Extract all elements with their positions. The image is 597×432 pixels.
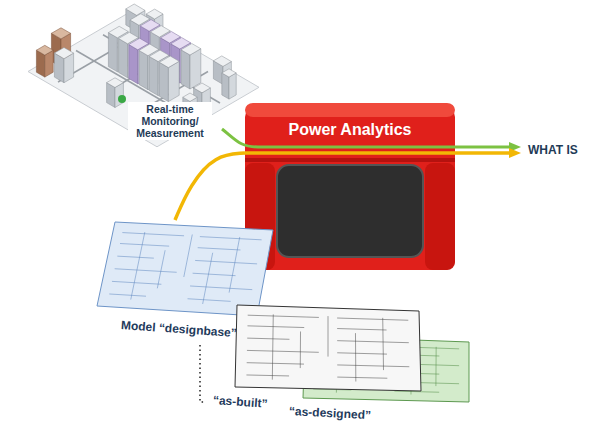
equipment-cabinet: [54, 48, 73, 83]
cabinet-top: [159, 56, 179, 68]
cabinet-top: [213, 56, 231, 67]
engine-groove: [245, 158, 455, 162]
sheet-label: “as-designed”: [289, 404, 372, 422]
transformer-unit: [36, 45, 53, 77]
equipment-cabinet: [222, 69, 236, 99]
monitoring-arrowhead: [509, 142, 521, 152]
sheet-label: “as-built”: [213, 393, 269, 411]
engine-top-face: [245, 103, 455, 117]
monitoring-arrow-line: [222, 129, 509, 147]
cabinet-face: [139, 50, 148, 89]
cabinet-top: [126, 4, 145, 15]
cabinet-face: [229, 73, 236, 99]
drawing-linework: [246, 314, 409, 381]
model-sheet: [97, 222, 273, 316]
drawing-linework: [109, 232, 261, 304]
equipment-cabinet: [107, 78, 124, 108]
monitoring-label: Real-time Monitoring/ Measurement: [128, 102, 212, 140]
cabinet-top: [146, 9, 163, 19]
measurement-dot: [118, 95, 126, 103]
cabinet-face: [181, 50, 190, 89]
cabinet-face: [190, 49, 201, 89]
sheet-label: Model “designbase”: [121, 318, 238, 340]
equipment-cabinet: [181, 44, 201, 90]
as-built-drawing: “as-built”: [205, 303, 423, 415]
cabinet-face: [149, 56, 158, 95]
cabinet-face: [222, 73, 229, 99]
engine-opening: [277, 165, 423, 257]
cabinet-top: [51, 28, 70, 39]
model-flow-arrow: [175, 153, 245, 220]
equipment-cabinet: [159, 56, 179, 102]
cabinet-face: [129, 45, 138, 84]
model-arrowhead: [509, 148, 521, 158]
cabinet-top: [194, 83, 211, 93]
label-holder: Real-time Monitoring/ Measurement: [128, 102, 212, 140]
cabinet-top: [54, 48, 73, 59]
engine-title: Power Analytics: [288, 121, 411, 139]
engine-side: [425, 163, 455, 270]
cabinet-top: [36, 45, 53, 55]
reference-dotted-line: [200, 345, 205, 402]
cabinet-face: [159, 62, 168, 101]
analytics-engine: Power Analytics: [245, 103, 455, 270]
cabinet-face: [108, 33, 117, 72]
cabinet-top: [222, 69, 236, 77]
cabinet-face: [168, 61, 179, 101]
cabinet-top: [181, 44, 201, 56]
as-built-sheet: [235, 305, 421, 391]
cabinet-top: [107, 78, 124, 88]
cabinet-top: [183, 93, 197, 101]
floor-plate: [28, 12, 259, 147]
cabinet-face: [119, 39, 128, 78]
label-holder: WHAT IS: [526, 142, 580, 158]
engine-housing: [245, 107, 455, 270]
output-label: WHAT IS: [526, 142, 580, 158]
model-arrow-line: [245, 151, 509, 155]
